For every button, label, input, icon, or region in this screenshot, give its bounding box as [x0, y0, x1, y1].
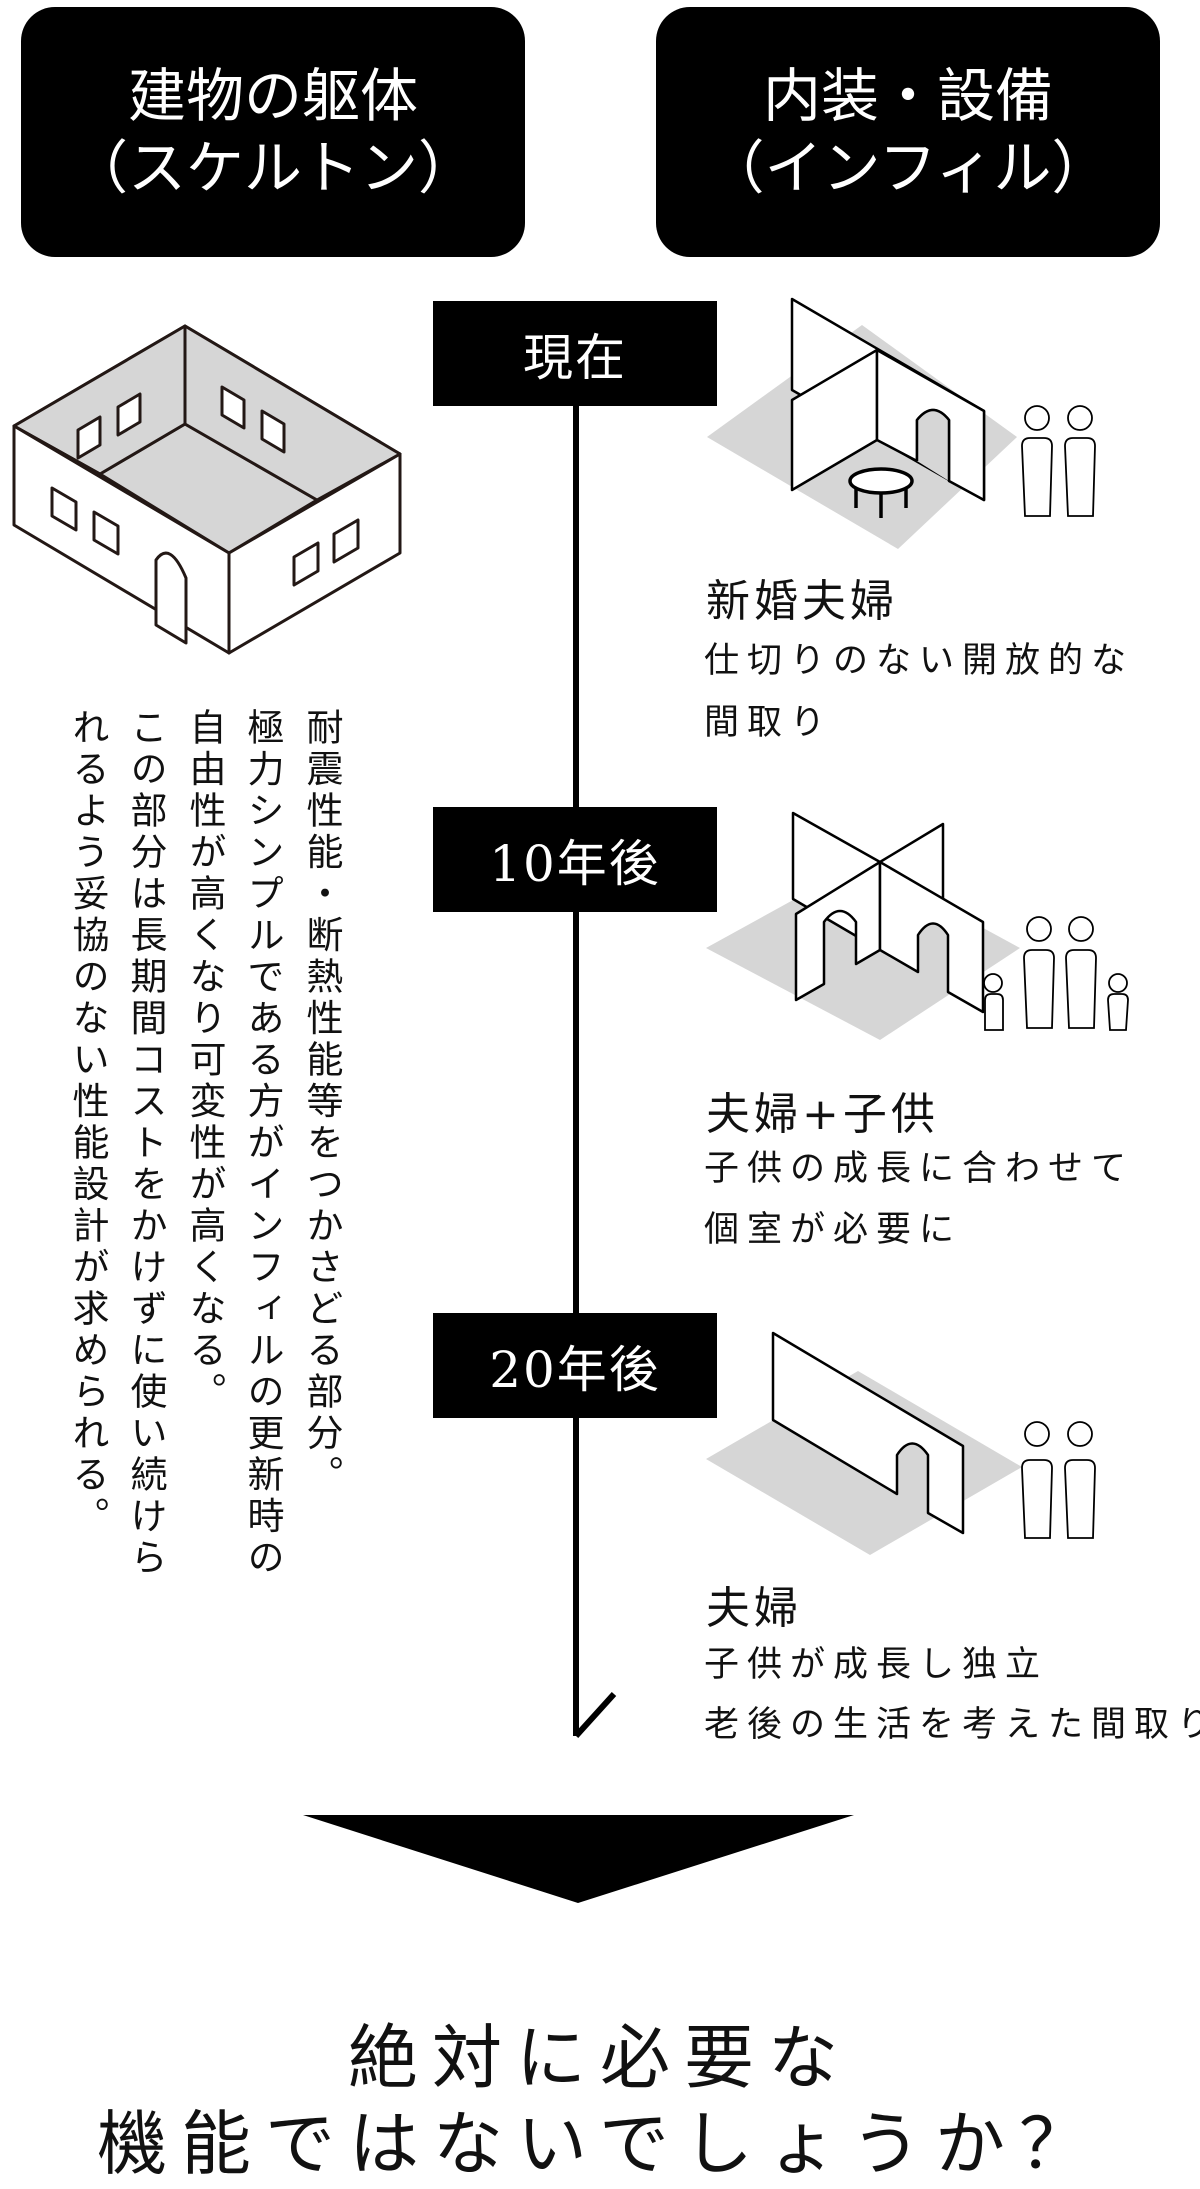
timeline-label-20y: 20年後 — [433, 1313, 717, 1418]
skeleton-header: 建物の躯体 （スケルトン） — [21, 7, 525, 257]
couple-icon — [1021, 405, 1096, 517]
room-10y-illustration — [706, 811, 1020, 1040]
stage-description: 仕切りのない開放的な — [704, 641, 1135, 681]
room-now-illustration — [707, 297, 1017, 549]
house-skeleton-icon — [12, 324, 402, 655]
stage-title: 夫婦 — [706, 1583, 802, 1634]
family-icon — [983, 916, 1129, 1031]
stage-description: 子供の成長に合わせて — [704, 1149, 1135, 1189]
conclusion-line-1: 絶対に必要な — [348, 2017, 852, 2099]
stage-title: 夫婦+子供 — [706, 1089, 939, 1140]
stage-description: 子供が成長し独立 — [704, 1645, 1049, 1685]
stage-title: 新婚夫婦 — [706, 576, 898, 627]
elderly-couple-icon — [1021, 1421, 1096, 1539]
conclusion-line-2: 機能ではないでしょうか？ — [97, 2103, 1103, 2185]
infill-header-title: 内装・設備 — [762, 62, 1053, 130]
description-column: 耐震性能・断熱性能等をつかさどる部分。 — [300, 708, 343, 1497]
stage-description: 老後の生活を考えた間取り — [704, 1705, 1200, 1745]
timeline-line — [573, 406, 617, 1739]
description-column: 自由性が高くなり可変性が高くなる。 — [183, 708, 226, 1414]
room-20y-illustration — [706, 1331, 1022, 1555]
description-column: れるよう妥協のない性能設計が求められる。 — [66, 708, 109, 1538]
description-column: この部分は長期間コストをかけずに使い続けら — [124, 708, 167, 1580]
infill-header: 内装・設備 （インフィル） — [656, 7, 1160, 257]
stage-description: 間取り — [704, 703, 834, 743]
timeline-label-now: 現在 — [433, 301, 717, 406]
down-arrow-icon — [303, 1815, 854, 1903]
stage-description: 個室が必要に — [704, 1210, 963, 1250]
timeline-label-10y: 10年後 — [433, 807, 717, 912]
skeleton-header-subtitle: （スケルトン） — [69, 134, 476, 202]
description-column: 極力シンプルである方がインフィルの更新時の — [241, 708, 284, 1580]
infill-header-subtitle: （インフィル） — [706, 134, 1110, 202]
skeleton-header-title: 建物の躯体 — [127, 62, 418, 130]
